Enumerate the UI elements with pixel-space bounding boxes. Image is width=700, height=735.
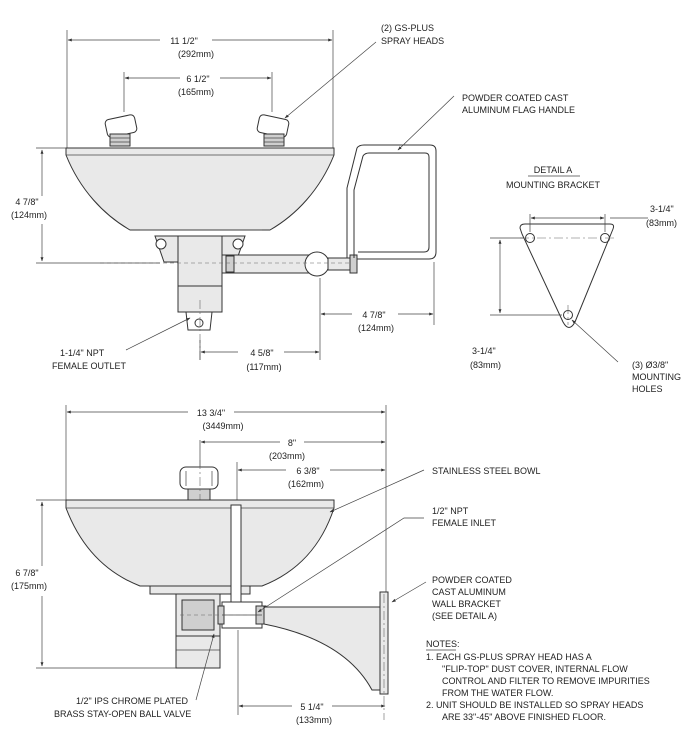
flag-handle: [353, 152, 430, 258]
handle-offset-value: 4 7/8": [362, 310, 385, 320]
overall-width-metric: (292mm): [178, 49, 214, 59]
spray-heads-label-1: (2) GS-PLUS: [381, 23, 434, 33]
wall-to-center-metric: (203mm): [269, 451, 305, 461]
flag-handle-leader: [397, 95, 455, 151]
bracket-label-2: CAST ALUMINUM: [432, 587, 506, 597]
outlet-offset-metric: (117mm): [246, 362, 281, 372]
valve-label-1: 1/2" IPS CHROME PLATED: [76, 696, 189, 706]
outlet-label-1: 1-1/4" NPT: [60, 348, 105, 358]
holes-label-1: (3) Ø3/8": [632, 360, 668, 370]
spray-head-right: [256, 114, 290, 147]
outlet-offset-value: 4 5/8": [250, 348, 273, 358]
wall-bracket-arm: [263, 606, 381, 691]
bracket-height-value: 3-1/4": [472, 346, 496, 356]
bowl-height-value: 4 7/8": [15, 197, 38, 207]
bowl-leader: [329, 469, 425, 513]
inlet-label-2: FEMALE INLET: [432, 518, 497, 528]
inlet-pipe: [230, 504, 242, 616]
holes-label-2: MOUNTING: [632, 372, 681, 382]
valve-label-2: BRASS STAY-OPEN BALL VALVE: [54, 709, 191, 719]
side-view: 13 3/4" (3449mm) 8" (203mm) 6 3/8" (162m…: [8, 405, 541, 725]
note-line-3: CONTROL AND FILTER TO REMOVE IMPURITIES: [442, 676, 650, 686]
bowl-height-metric: (124mm): [11, 210, 47, 220]
height-metric: (175mm): [11, 581, 47, 591]
wall-to-inlet-value: 6 3/8": [296, 466, 319, 476]
note-line-4: FROM THE WATER FLOW.: [442, 688, 553, 698]
note-line-2: "FLIP-TOP" DUST COVER, INTERNAL FLOW: [442, 664, 628, 674]
bowl-side-view: [65, 499, 335, 587]
handle-offset-metric: (124mm): [358, 323, 394, 333]
overall-width-value: 11 1/2": [170, 36, 198, 46]
flag-handle-label-2: ALUMINUM FLAG HANDLE: [462, 105, 575, 115]
valve-offset-value: 5 1/4": [300, 702, 323, 712]
bowl-top-view: [65, 147, 335, 231]
spray-head-left: [104, 114, 138, 147]
holes-leader: [571, 319, 619, 363]
inlet-label-1: 1/2" NPT: [432, 506, 469, 516]
outlet-label-2: FEMALE OUTLET: [52, 361, 127, 371]
outlet-leader: [125, 317, 191, 351]
inlet-leader: [257, 517, 424, 613]
head-spacing-value: 6 1/2": [186, 74, 209, 84]
bracket-height-metric: (83mm): [470, 360, 501, 370]
note-line-6: ARE 33"-45" ABOVE FINISHED FLOOR.: [442, 712, 606, 722]
detail-a-subtitle: MOUNTING BRACKET: [506, 180, 601, 190]
handle-pivot: [304, 251, 330, 277]
note-line-5: 2. UNIT SHOULD BE INSTALLED SO SPRAY HEA…: [426, 700, 643, 710]
mounting-bracket: [519, 223, 615, 328]
bracket-label-3: WALL BRACKET: [432, 599, 501, 609]
spray-heads-label-2: SPRAY HEADS: [381, 36, 444, 46]
wall-to-center-value: 8": [288, 438, 296, 448]
detail-a-title: DETAIL A: [534, 165, 573, 175]
detail-a: DETAIL A MOUNTING BRACKET 3-1/4" (83mm) …: [470, 165, 681, 394]
wall-to-inlet-metric: (162mm): [288, 479, 324, 489]
spray-heads-leader: [284, 41, 377, 119]
bracket-leader: [391, 581, 427, 603]
bowl-label: STAINLESS STEEL BOWL: [432, 466, 541, 476]
bracket-label-1: POWDER COATED: [432, 575, 512, 585]
height-value: 6 7/8": [15, 568, 38, 578]
notes-title: NOTES:: [426, 639, 460, 649]
hole-spacing-value: 3-1/4": [650, 204, 674, 214]
overall-depth-value: 13 3/4": [197, 408, 225, 418]
valve-leader: [195, 633, 215, 701]
notes: NOTES: 1. EACH GS-PLUS SPRAY HEAD HAS A …: [426, 639, 650, 722]
bracket-label-4: (SEE DETAIL A): [432, 611, 497, 621]
head-spacing-metric: (165mm): [178, 87, 214, 97]
overall-depth-metric: (3449mm): [202, 421, 243, 431]
hole-spacing-metric: (83mm): [646, 218, 677, 228]
holes-label-3: HOLES: [632, 384, 663, 394]
valve-offset-metric: (133mm): [296, 715, 332, 725]
flag-handle-label-1: POWDER COATED CAST: [462, 93, 569, 103]
top-view: 11 1/2" (292mm) 6 1/2" (165mm): [8, 23, 575, 372]
note-line-1: 1. EACH GS-PLUS SPRAY HEAD HAS A: [426, 652, 592, 662]
